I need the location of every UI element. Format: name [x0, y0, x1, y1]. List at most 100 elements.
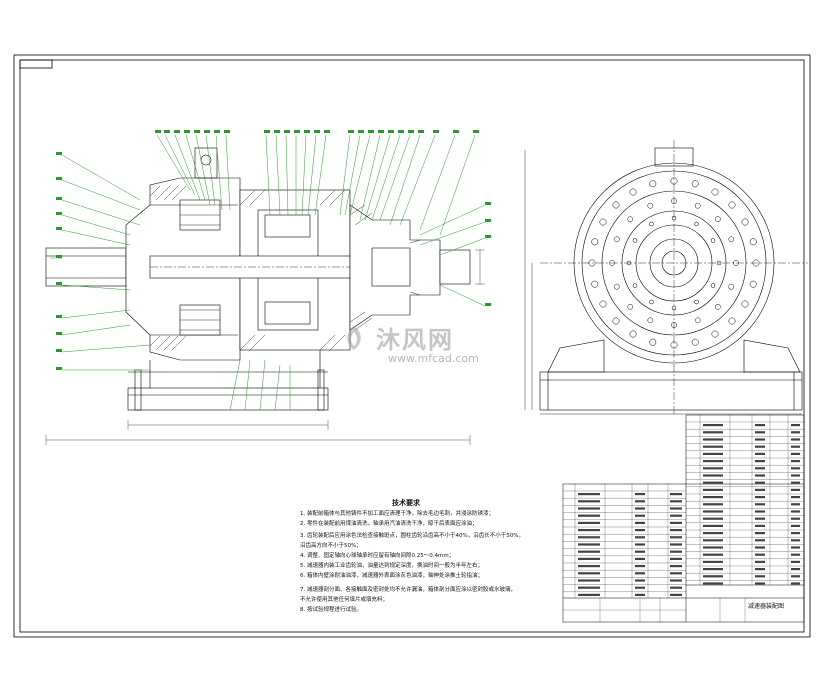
bolt-hole: [670, 177, 678, 185]
table-cell-mark: [791, 539, 800, 542]
table-cell-mark: [670, 557, 682, 560]
table-cell-mark: [703, 532, 723, 535]
table-cell-mark: [791, 553, 800, 556]
table-cell-mark: [670, 565, 682, 568]
bolt-hole: [711, 188, 719, 196]
table-cell-mark: [635, 565, 645, 568]
table-cell-mark: [703, 424, 723, 427]
table-cell-mark: [670, 586, 682, 589]
table-cell-mark: [635, 529, 645, 532]
table-cell-mark: [670, 550, 682, 553]
bolt-hole: [649, 299, 654, 305]
bolt-hole: [647, 317, 654, 324]
watermark-url: www.mfcad.com: [388, 352, 479, 365]
table-cell-mark: [791, 424, 800, 427]
table-cell-mark: [670, 529, 682, 532]
table-cell-mark: [703, 431, 723, 434]
table-cell-mark: [703, 582, 723, 585]
bolt-hole: [649, 221, 654, 227]
bolt-hole: [694, 317, 701, 324]
bolt-hole: [716, 260, 722, 266]
table-cell-mark: [578, 550, 600, 553]
table-cell-mark: [755, 575, 765, 578]
table-cell-mark: [791, 452, 800, 455]
table-cell-mark: [755, 532, 765, 535]
table-cell-mark: [791, 438, 800, 441]
table-cell-mark: [791, 524, 800, 527]
table-cell-mark: [791, 496, 800, 499]
table-cell-mark: [635, 557, 645, 560]
table-cell-mark: [791, 474, 800, 477]
table-cell-mark: [791, 532, 800, 535]
table-cell-mark: [635, 543, 645, 546]
table-cell-mark: [703, 496, 723, 499]
bolt-hole: [671, 198, 677, 204]
table-cell-mark: [578, 565, 600, 568]
requirement-8: 8. 按试验规程进行试验。: [300, 607, 362, 613]
table-cell-mark: [755, 438, 765, 441]
table-cell-mark: [578, 579, 600, 582]
table-cell-mark: [635, 521, 645, 524]
section-view: [45, 147, 471, 411]
requirement-3: 3. 齿轮装配后应用涂色法检查接触斑点，圆柱齿轮沿齿高不小于40%，沿齿长不小于…: [300, 533, 524, 539]
requirement-5: 5. 减速器内装工业齿轮油，油量达到规定深度，换油时间一般为半年左右；: [300, 563, 483, 569]
table-cell-mark: [791, 575, 800, 578]
table-cell-mark: [791, 488, 800, 491]
table-cell-mark: [578, 529, 600, 532]
bolt-hole: [741, 218, 749, 226]
bolt-hole: [632, 283, 638, 288]
bolt-hole: [671, 305, 677, 311]
table-cell-mark: [791, 560, 800, 563]
table-cell-mark: [755, 539, 765, 542]
table-cell-mark: [670, 514, 682, 517]
table-cell-mark: [578, 572, 600, 575]
table-cell-mark: [635, 579, 645, 582]
table-cell-mark: [578, 500, 600, 503]
table-cell-mark: [791, 546, 800, 549]
table-cell-mark: [703, 488, 723, 491]
watermark: 沐风网 www.mfcad.com: [336, 318, 496, 370]
table-cell-mark: [578, 493, 600, 496]
table-cell-mark: [791, 568, 800, 571]
table-cell-mark: [703, 481, 723, 484]
table-cell-mark: [755, 553, 765, 556]
table-cell-mark: [755, 524, 765, 527]
table-cell-mark: [578, 521, 600, 524]
requirement-6: 6. 箱体内壁涂耐油油漆，减速器外表面涂灰色油漆，轴伸处涂推土轮指油；: [300, 573, 483, 579]
bolt-hole: [714, 216, 721, 223]
end-view: [524, 140, 808, 415]
dimension-lines: [45, 249, 485, 445]
technical-requirements-heading: 技术要求: [392, 499, 420, 507]
table-cell-mark: [703, 539, 723, 542]
bolt-hole: [741, 300, 749, 308]
bolt-hole: [591, 238, 599, 246]
table-cell-mark: [755, 510, 765, 513]
table-cell-mark: [791, 467, 800, 470]
bolt-hole: [728, 283, 735, 290]
parts-list-cell-marks: [578, 424, 800, 596]
table-cell-mark: [791, 445, 800, 448]
table-cell-mark: [635, 507, 645, 510]
table-cell-mark: [635, 586, 645, 589]
table-cell-mark: [755, 424, 765, 427]
table-cell-mark: [703, 452, 723, 455]
table-cell-mark: [791, 481, 800, 484]
table-cell-mark: [670, 593, 682, 596]
bolt-hole: [671, 322, 677, 328]
watermark-text: 沐风网: [376, 326, 454, 354]
table-cell-mark: [703, 510, 723, 513]
table-cell-mark: [791, 582, 800, 585]
table-cell-mark: [635, 500, 645, 503]
requirement-1: 1. 装配前箱体与其他铸件不加工面应清理干净，除去毛边毛刺，并浸涂防锈漆；: [300, 511, 494, 517]
bolt-hole: [714, 303, 721, 310]
table-cell-mark: [755, 496, 765, 499]
table-cell-mark: [578, 543, 600, 546]
table-cell-mark: [755, 467, 765, 470]
table-cell-mark: [703, 503, 723, 506]
table-cell-mark: [791, 517, 800, 520]
requirement-7: 7. 减速器剖分面、各接触面及密封处均不允许漏油，箱体剖分面应涂以密封胶或水玻璃…: [300, 587, 516, 593]
table-cell-mark: [670, 579, 682, 582]
drawing-frame: [13, 54, 811, 638]
bolt-hole: [629, 188, 637, 196]
